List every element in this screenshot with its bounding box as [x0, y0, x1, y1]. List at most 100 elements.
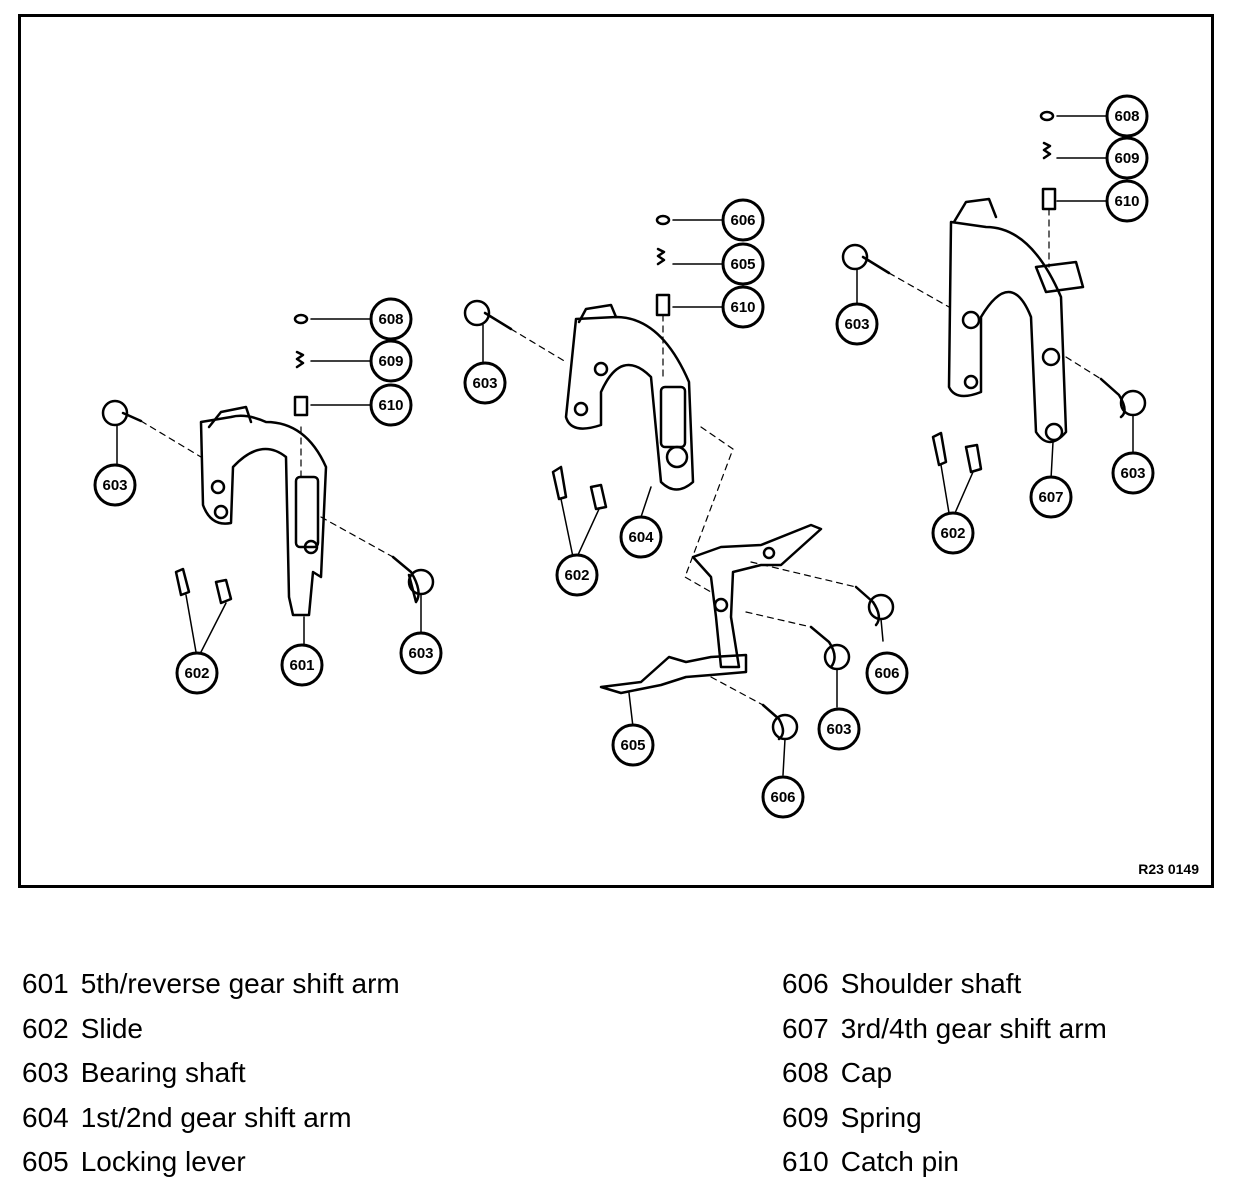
legend-label: 1st/2nd gear shift arm: [80, 1101, 352, 1133]
callout-601: 601: [289, 657, 314, 674]
middle-leader-lines: [482, 219, 884, 776]
lever-hole: [713, 597, 729, 613]
legend-item: 602 Slide: [22, 1007, 400, 1052]
callout-circle: [280, 643, 324, 687]
callout-602: 602: [564, 567, 589, 584]
arm-hole: [961, 310, 981, 330]
figure-code: R23 0149: [1138, 861, 1199, 877]
callout-circle: [93, 463, 137, 507]
legend-number: 606: [782, 968, 829, 999]
bearing-shaft-603: [121, 411, 143, 423]
callout-circle: [817, 707, 861, 751]
callout-circle: [611, 723, 655, 767]
legend-label: Locking lever: [80, 1146, 246, 1177]
arm-hole: [963, 374, 979, 390]
lever-hole: [762, 546, 776, 560]
callout-circle: [1105, 179, 1149, 223]
legend-number: 603: [22, 1057, 69, 1088]
catch-pin-610: [293, 395, 309, 417]
legend-label: Catch pin: [840, 1146, 960, 1177]
callout-circle: [721, 285, 765, 329]
shift-arm-607-detail: [952, 197, 998, 224]
middle-dashed-lines: [510, 314, 857, 706]
bearing-shaft-603-b: [1099, 377, 1126, 419]
legend-number: 607: [782, 1012, 829, 1044]
shift-arm-604-detail: [577, 303, 618, 324]
shift-arm-604-group: [463, 214, 895, 741]
shoulder-shaft-606-b: [867, 593, 895, 621]
shift-arm-601: [199, 414, 328, 617]
callout-circle: [369, 297, 413, 341]
callout-circle: [1111, 451, 1155, 495]
callout-602: 602: [940, 525, 965, 542]
bearing-shaft-603: [463, 299, 491, 327]
arm-hole: [573, 401, 589, 417]
callout-603: 603: [408, 645, 433, 662]
bearing-shaft-603: [861, 255, 891, 275]
shift-arm-601-group: [101, 313, 435, 617]
legend-item: 610 Catch pin: [782, 1140, 1107, 1185]
legend-number: 610: [782, 1146, 829, 1177]
callout-605: 605: [730, 256, 755, 273]
left-dashed-lines: [140, 420, 394, 558]
callout-605: 605: [620, 737, 645, 754]
cap-608: [1039, 110, 1055, 122]
legend-number: 602: [22, 1012, 69, 1044]
spring-609: [1042, 141, 1052, 160]
callout-circle: [1105, 136, 1149, 180]
callouts: [93, 94, 1155, 819]
callout-circle: [619, 515, 663, 559]
arm-slot: [659, 385, 687, 449]
legend-label: Spring: [840, 1101, 922, 1133]
bearing-shaft-603-b: [391, 555, 420, 604]
bearing-shaft-603: [101, 399, 129, 427]
right-leader-lines: [856, 115, 1134, 514]
callout-607: 607: [1038, 489, 1063, 506]
callout-610: 610: [1114, 193, 1139, 210]
legend-item: 609 Spring: [782, 1096, 1107, 1141]
callout-609: 609: [378, 353, 403, 370]
legend-number: 608: [782, 1057, 829, 1088]
callout-circle: [1029, 475, 1073, 519]
spring-609: [656, 247, 666, 266]
legend-label: 5th/reverse gear shift arm: [80, 968, 400, 999]
bearing-shaft-603-b: [1119, 389, 1147, 417]
callout-608: 608: [1114, 108, 1139, 125]
slide-602: [551, 465, 608, 511]
callout-circle: [369, 339, 413, 383]
shift-lever-606: [691, 523, 823, 669]
cap-608: [655, 214, 671, 226]
legend-label: Cap: [840, 1057, 893, 1088]
callout-606: 606: [730, 212, 755, 229]
slide-602: [931, 431, 983, 474]
callout-circle: [399, 631, 443, 675]
shift-arm-601-detail: [207, 405, 253, 429]
callout-602: 602: [184, 665, 209, 682]
callout-603: 603: [1120, 465, 1145, 482]
shift-arm-607: [947, 220, 1068, 444]
legend-label: Slide: [80, 1012, 143, 1044]
callout-610: 610: [378, 397, 403, 414]
callout-circle: [369, 383, 413, 427]
callout-603: 603: [102, 477, 127, 494]
shoulder-shaft-606-b: [854, 585, 881, 627]
catch-pin-610: [655, 293, 671, 317]
arm-pad: [1034, 260, 1085, 294]
right-dashed-lines: [888, 208, 1102, 380]
shift-arm-604: [564, 315, 695, 491]
callout-circle: [865, 651, 909, 695]
callout-circle: [555, 553, 599, 597]
callout-604: 604: [628, 529, 654, 546]
spring-609: [295, 350, 305, 369]
legend-number: 609: [782, 1101, 829, 1133]
slide-602: [174, 567, 233, 605]
figure-frame: 608 609 610 603 602 601 603 606 605 610 …: [18, 14, 1214, 888]
callout-circle: [1105, 94, 1149, 138]
